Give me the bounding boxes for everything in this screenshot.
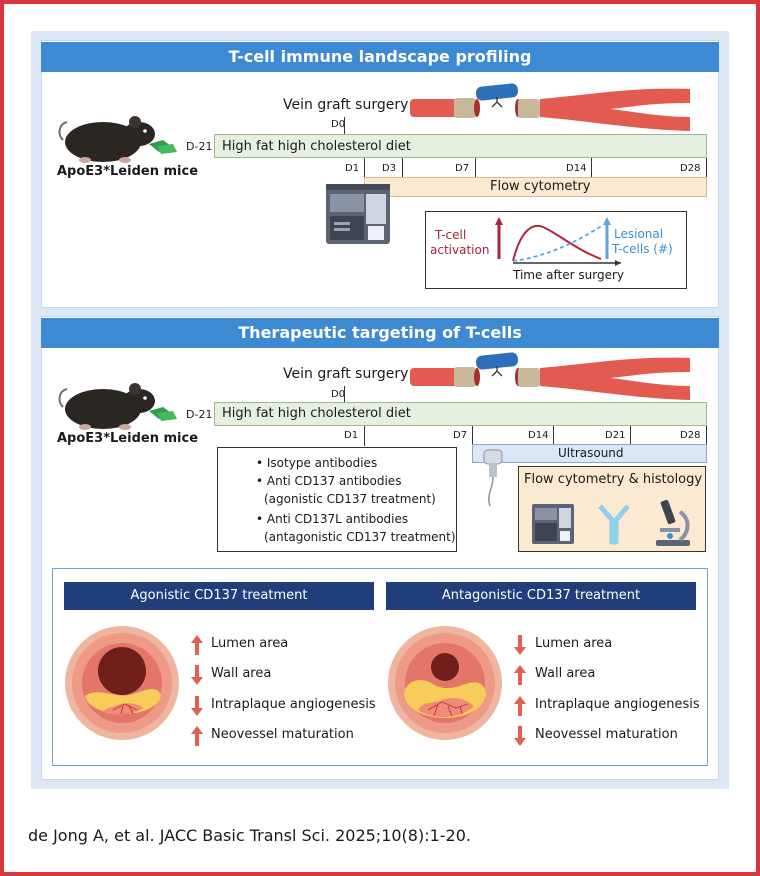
- d14-tick: [591, 158, 592, 178]
- flow-cytometer-icon: [326, 184, 390, 244]
- arrow-down-icon: [191, 665, 203, 685]
- day-label-d7: D7: [455, 163, 470, 174]
- d-minus21-label: D-21: [186, 140, 213, 153]
- day-label-d1: D1: [345, 163, 360, 174]
- treatment-line-3: (agonistic CD137 treatment): [264, 492, 436, 506]
- arrow-up-icon: [191, 635, 203, 655]
- arrow-down-icon: [514, 726, 526, 746]
- arrow-up-icon: [514, 665, 526, 685]
- diet-bar-2: [214, 402, 707, 426]
- citation: de Jong A, et al. JACC Basic Transl Sci.…: [28, 826, 471, 845]
- d1-tick: [364, 158, 365, 194]
- p2-d1-tick: [364, 426, 365, 446]
- ultrasound-label: Ultrasound: [558, 446, 624, 460]
- d28-tick: [706, 158, 707, 178]
- treatment-line-5: (antagonistic CD137 treatment): [264, 530, 456, 544]
- mouse-label-2: ApoE3*Leiden mice: [57, 431, 199, 446]
- d0-label-2: D0: [331, 389, 346, 400]
- mouse-label: ApoE3*Leiden mice: [57, 164, 199, 179]
- treatment-line-4: • Anti CD137L antibodies: [256, 512, 409, 526]
- p2-day-label-d21: D21: [605, 430, 626, 441]
- targeting-title: Therapeutic targeting of T-cells: [41, 318, 719, 348]
- result-label: Intraplaque angiogenesis: [535, 697, 700, 712]
- ultrasound-probe-icon: [483, 449, 503, 507]
- vein-graft-illustration-2: [410, 352, 690, 400]
- graph-right-label-1: Lesional: [614, 227, 664, 241]
- arrow-up-icon: [514, 696, 526, 716]
- p2-day-label-d1: D1: [344, 430, 359, 441]
- p2-d28-tick: [706, 426, 707, 446]
- diet-bar: [214, 134, 707, 158]
- graph-left-label-2: activation: [430, 243, 490, 257]
- arrow-down-icon: [191, 696, 203, 716]
- treatment-line-1: • Isotype antibodies: [256, 456, 378, 470]
- result-label: Lumen area: [211, 636, 289, 651]
- agonistic-title: Agonistic CD137 treatment: [64, 582, 374, 610]
- treatment-box: [217, 447, 457, 552]
- result-label: Intraplaque angiogenesis: [211, 697, 376, 712]
- kinetics-graph: [495, 217, 621, 266]
- result-label: Wall area: [211, 666, 272, 681]
- d-minus21-label-2: D-21: [186, 408, 213, 421]
- result-label: Lumen area: [535, 636, 613, 651]
- p2-day-label-d7: D7: [453, 430, 468, 441]
- mouse-illustration-2: [58, 383, 177, 430]
- surgery-label: Vein graft surgery: [283, 97, 409, 113]
- antagonistic-title: Antagonistic CD137 treatment: [386, 582, 696, 610]
- result-label: Neovessel maturation: [211, 727, 354, 742]
- diet-label-2: High fat high cholesterol diet: [222, 406, 411, 421]
- p2-day-label-d28: D28: [680, 430, 701, 441]
- result-label: Wall area: [535, 666, 596, 681]
- d0-tick: [344, 117, 345, 134]
- vessel-cross-section-antagonistic: [388, 626, 502, 740]
- day-label-d14: D14: [566, 163, 587, 174]
- d0-label: D0: [331, 119, 346, 130]
- d3-tick: [402, 158, 403, 178]
- d7-tick: [475, 158, 476, 178]
- p2-d21-tick: [630, 426, 631, 446]
- arrow-up-icon: [191, 726, 203, 746]
- day-label-d28: D28: [680, 163, 701, 174]
- flow-cytometry-label: Flow cytometry: [490, 179, 591, 194]
- result-label: Neovessel maturation: [535, 727, 678, 742]
- graph-right-label-2: T-cells (#): [612, 242, 673, 256]
- p2-day-label-d14: D14: [528, 430, 549, 441]
- diet-label: High fat high cholesterol diet: [222, 139, 411, 154]
- microscope-icon: [656, 499, 690, 546]
- treatment-line-2: • Anti CD137 antibodies: [256, 474, 402, 488]
- p2-d14-tick: [553, 426, 554, 446]
- antibody-icon: [598, 504, 630, 545]
- day-label-d3: D3: [382, 163, 397, 174]
- graph-left-label-1: T-cell: [435, 228, 467, 242]
- surgery-label-2: Vein graft surgery: [283, 366, 409, 382]
- arrow-down-icon: [514, 635, 526, 655]
- vessel-cross-section-agonistic: [65, 626, 179, 740]
- flow-histology-label: Flow cytometry & histology: [524, 472, 703, 487]
- profiling-title: T-cell immune landscape profiling: [41, 42, 719, 72]
- mouse-illustration: [58, 116, 177, 163]
- ultrasound-bar: [472, 444, 707, 463]
- p2-d7-tick: [472, 426, 473, 446]
- flow-cytometer-icon-2: [532, 504, 574, 544]
- d0-tick-2: [344, 386, 345, 403]
- vein-graft-illustration: [410, 83, 690, 131]
- graph-x-label: Time after surgery: [513, 268, 624, 282]
